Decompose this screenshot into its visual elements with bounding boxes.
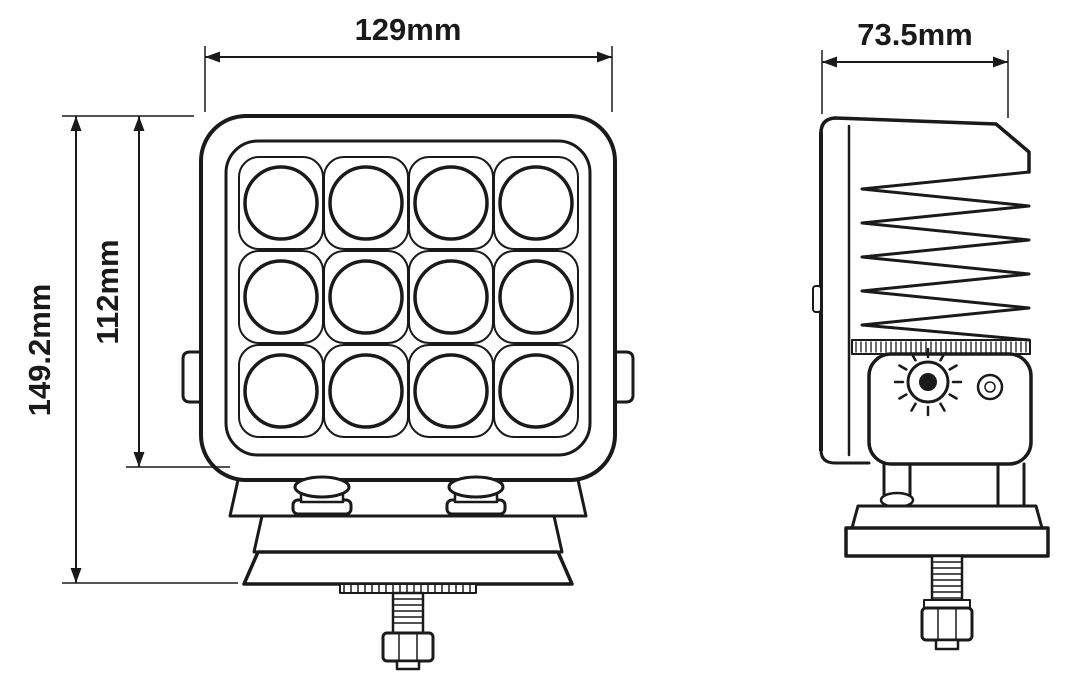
knob-rays	[893, 347, 963, 417]
side-body-bottom	[819, 448, 871, 465]
side-heatsink-fins	[860, 170, 1031, 342]
dimension-annotations: 129mm 73.5mm 149.2mm 112mm	[22, 12, 1009, 584]
dim-front-width-label: 129mm	[355, 12, 462, 47]
arrow-down-icon	[133, 452, 145, 467]
arrow-left-icon	[205, 51, 220, 63]
side-bolt-head-inner	[984, 381, 996, 393]
side-foot-bottom	[844, 526, 1050, 558]
arrow-up-icon	[133, 116, 145, 131]
hatch-strip-lines	[855, 341, 1027, 353]
front-bolt-right	[445, 475, 507, 516]
dim-overall-height-label: 149.2mm	[22, 284, 57, 417]
front-nut	[381, 631, 435, 663]
front-left-tab	[181, 350, 203, 404]
dim-side-depth: 73.5mm	[821, 17, 1009, 118]
led-grid	[238, 156, 579, 438]
side-knob	[906, 360, 950, 404]
dim-side-depth-label: 73.5mm	[857, 17, 972, 52]
dim-lens-height: 112mm	[90, 116, 230, 468]
side-knob-center	[919, 373, 937, 391]
arrow-left-icon	[822, 56, 837, 68]
arrow-up-icon	[70, 116, 82, 131]
side-stud-threads	[932, 561, 962, 599]
side-foot-top	[850, 504, 1044, 530]
front-stud-tip	[395, 659, 421, 671]
side-lens-clip	[812, 285, 822, 313]
front-lens-bezel	[224, 139, 592, 457]
dim-lens-height-label: 112mm	[90, 239, 125, 344]
front-stud-threads	[393, 598, 423, 624]
front-view	[181, 114, 635, 671]
arrow-down-icon	[70, 568, 82, 583]
side-top-edge	[819, 116, 1031, 174]
arrow-right-icon	[597, 51, 612, 63]
serration-teeth	[343, 584, 471, 593]
side-bolt-head	[976, 373, 1004, 401]
front-bolt-left	[291, 475, 353, 516]
side-view	[812, 116, 1050, 651]
front-mid-plate	[252, 514, 564, 554]
front-body-outline	[199, 114, 617, 482]
dim-front-width: 129mm	[204, 12, 613, 112]
front-foot-plate	[242, 550, 574, 586]
front-right-tab	[613, 350, 635, 404]
arrow-right-icon	[993, 56, 1008, 68]
side-stud-tip	[934, 638, 960, 651]
side-nut	[920, 606, 974, 642]
front-bracket-band	[228, 478, 588, 518]
dim-overall-height: 149.2mm	[22, 115, 238, 584]
